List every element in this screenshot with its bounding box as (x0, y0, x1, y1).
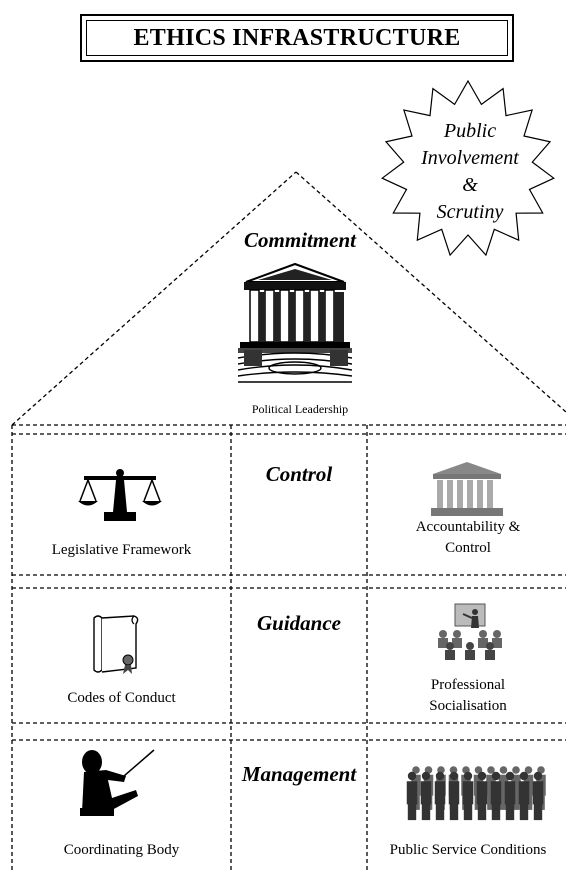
scroll-icon (93, 615, 139, 674)
title-box: ETHICS INFRASTRUCTURE (80, 14, 514, 62)
star-line-1: Public (443, 120, 497, 142)
socialisation-line-1: Professional (430, 677, 506, 693)
crowd-icon (406, 766, 546, 821)
accountability-line-2: Control (445, 540, 491, 556)
roof-left (11, 171, 297, 426)
courthouse-icon (238, 262, 352, 383)
accountability-line-1: Accountability & (415, 519, 521, 535)
section-control: Control (265, 462, 333, 486)
star-line-4: Scrutiny (436, 201, 504, 223)
accountability-control-label: Accountability & Control (367, 517, 569, 559)
conductor-icon (80, 749, 155, 816)
commitment-label: Commitment (243, 228, 356, 252)
legislative-framework-label: Legislative Framework (51, 542, 192, 558)
roof-right (295, 171, 567, 413)
section-guidance: Guidance (257, 611, 341, 635)
page-title: ETHICS INFRASTRUCTURE (86, 20, 508, 56)
socialisation-line-2: Socialisation (429, 698, 507, 714)
columns-building-icon (431, 462, 503, 516)
star-line-3: & (462, 174, 478, 196)
coordinating-body-label: Coordinating Body (63, 842, 180, 858)
starburst-shape (381, 80, 555, 257)
section-management: Management (241, 762, 357, 786)
public-service-conditions-label: Public Service Conditions (389, 842, 547, 858)
presentation-icon (438, 603, 502, 660)
professional-socialisation-label: Professional Socialisation (367, 675, 569, 717)
star-line-2: Involvement (421, 147, 519, 169)
scales-icon (78, 469, 162, 521)
codes-of-conduct-label: Codes of Conduct (67, 690, 176, 706)
political-leadership-label: Political Leadership (251, 402, 349, 416)
star-text: Public Involvement & Scrutiny (405, 118, 535, 226)
